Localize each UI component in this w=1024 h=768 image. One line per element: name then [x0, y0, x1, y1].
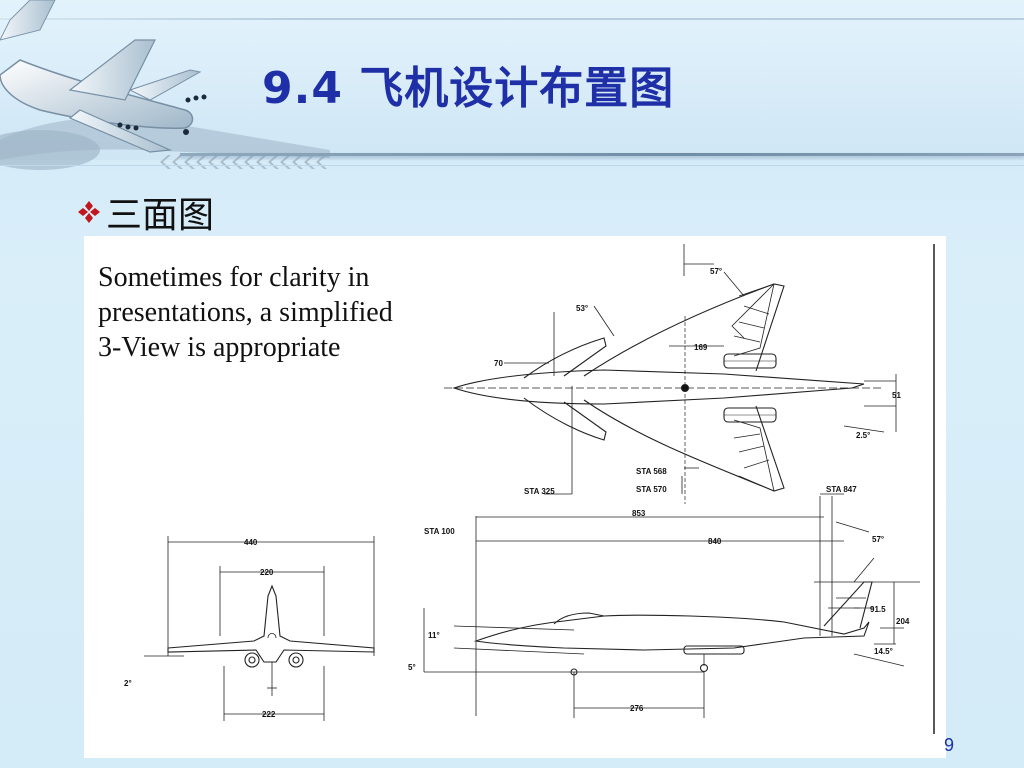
airplane-logo-icon [0, 0, 330, 170]
dim-204: 204 [896, 617, 910, 626]
dim-853: 853 [632, 509, 646, 518]
figure-caption: Sometimes for clarity in presentations, … [98, 262, 393, 363]
dim-440: 440 [244, 538, 258, 547]
dim-222: 222 [262, 710, 276, 719]
dim-169: 169 [694, 343, 708, 352]
dim-276: 276 [630, 704, 644, 713]
three-view-figure: 57° 53° 169 70 51 2.5° STA 568 STA 570 S… [84, 236, 946, 758]
bullet-item: 三面图 [76, 186, 214, 238]
dim-5: 5° [408, 663, 416, 672]
dim-220: 220 [260, 568, 274, 577]
top-rule [0, 18, 1024, 20]
dim-11: 11° [428, 631, 440, 640]
dim-2-5: 2.5° [856, 431, 870, 440]
dim-14-5: 14.5° [874, 647, 893, 656]
dim-sweep-53: 53° [576, 304, 588, 313]
header-divider-thin [0, 165, 1024, 166]
dim-sweep-57-side: 57° [872, 535, 884, 544]
dim-840: 840 [708, 537, 722, 546]
dim-sta-847: STA 847 [826, 485, 857, 494]
dim-sweep-57-top: 57° [710, 267, 722, 276]
bullet-text: 三面图 [106, 195, 215, 236]
dim-sta-568: STA 568 [636, 467, 667, 476]
page-title: 9.4 飞机设计布置图 [262, 63, 675, 114]
header-divider [180, 153, 1024, 156]
dim-51: 51 [892, 391, 901, 400]
dim-70: 70 [494, 359, 503, 368]
four-diamond-bullet-icon [78, 201, 100, 223]
dim-2: 2° [124, 679, 132, 688]
three-view-drawing: 57° 53° 169 70 51 2.5° STA 568 STA 570 S… [124, 244, 935, 734]
dim-sta-570: STA 570 [636, 485, 667, 494]
dim-sta-100: STA 100 [424, 527, 455, 536]
dim-sta-325: STA 325 [524, 487, 555, 496]
dim-91-5: 91.5 [870, 605, 886, 614]
page-number: 9 [944, 735, 955, 755]
